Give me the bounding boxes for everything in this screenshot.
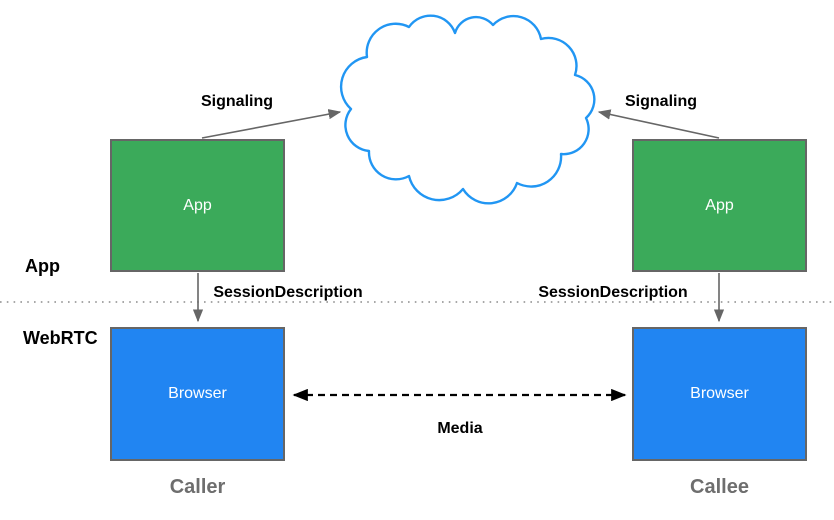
signaling-arrow-left <box>201 109 342 139</box>
caller-app-box: App <box>110 139 285 272</box>
caller-browser-box: Browser <box>110 327 285 461</box>
caller-footer-label: Caller <box>169 476 226 498</box>
session-description-label-right: SessionDescription <box>538 284 688 301</box>
callee-browser-box-label: Browser <box>690 385 749 402</box>
callee-app-box: App <box>632 139 807 272</box>
caller-browser-box-label: Browser <box>168 385 227 402</box>
caller-app-box-label: App <box>183 196 212 214</box>
callee-footer-label: Callee <box>690 476 749 498</box>
callee-browser-box: Browser <box>632 327 807 461</box>
signaling-label-right: Signaling <box>625 93 697 110</box>
signaling-cloud-shape <box>339 14 596 205</box>
callee-app-box-label: App <box>705 196 734 214</box>
signaling-label-left: Signaling <box>201 93 273 110</box>
media-label: Media <box>437 420 483 437</box>
app-layer-label: App <box>25 256 60 276</box>
webrtc-layer-label: WebRTC <box>23 328 98 348</box>
session-description-label-left: SessionDescription <box>213 284 363 301</box>
signaling-arrow-right <box>597 109 720 139</box>
